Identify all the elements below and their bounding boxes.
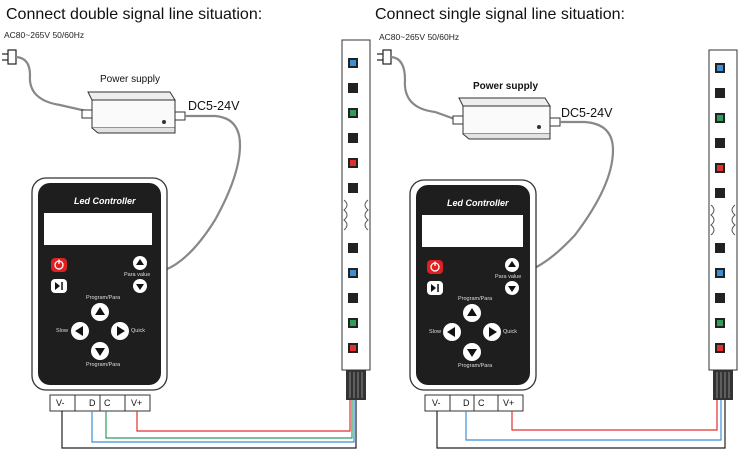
terminal-block [424,394,524,412]
controller-title: Led Controller [447,198,509,208]
panel-double-signal: Connect double signal line situation: AC… [2,6,371,449]
ac-plug [2,49,96,115]
dc-voltage-label: DC5-24V [561,106,613,120]
ac-plug [377,49,464,124]
terminal-v-plus: V+ [503,398,515,408]
terminal-v-minus: V- [432,398,441,408]
terminal-block [49,394,151,412]
quick-label: Quick [131,328,146,334]
panel-title: Connect single signal line situation: [375,6,625,23]
power-supply-label: Power supply [473,81,539,92]
power-supply-label: Power supply [100,74,161,85]
led-controller [409,179,537,391]
controller-title: Led Controller [74,196,136,206]
dc-voltage-label: DC5-24V [188,99,240,113]
signal-wires [61,400,357,449]
program-para-top-label: Program/Para [458,296,493,302]
quick-label: Quick [503,329,518,335]
panel-title: Connect double signal line situation: [6,6,263,23]
signal-wires [436,400,726,449]
terminal-v-plus: V+ [131,398,143,408]
led-controller [31,177,168,391]
diagram-drawing-double [2,39,371,449]
terminal-c: C [478,398,485,408]
led-strip [708,49,738,400]
slow-label: Slow [56,328,68,334]
dc-cable [164,114,242,272]
power-supply [81,91,186,134]
program-para-bottom-label: Program/Para [86,362,121,368]
program-para-top-label: Program/Para [86,295,121,301]
led-strip [341,39,371,400]
dc-cable [529,120,615,272]
program-para-bottom-label: Program/Para [458,363,493,369]
ac-voltage-label: AC80~265V 50/60Hz [4,30,85,40]
panel-single-signal: Connect single signal line situation: AC… [375,0,750,452]
terminal-c: C [104,398,111,408]
diagram-drawing-single [377,49,738,449]
terminal-d: D [463,398,470,408]
terminal-d: D [89,398,96,408]
power-supply [452,97,561,140]
para-value-label: Para value [124,272,151,278]
para-value-label: Para value [495,274,522,280]
slow-label: Slow [429,329,441,335]
ac-voltage-label: AC80~265V 50/60Hz [379,32,460,42]
terminal-v-minus: V- [56,398,65,408]
